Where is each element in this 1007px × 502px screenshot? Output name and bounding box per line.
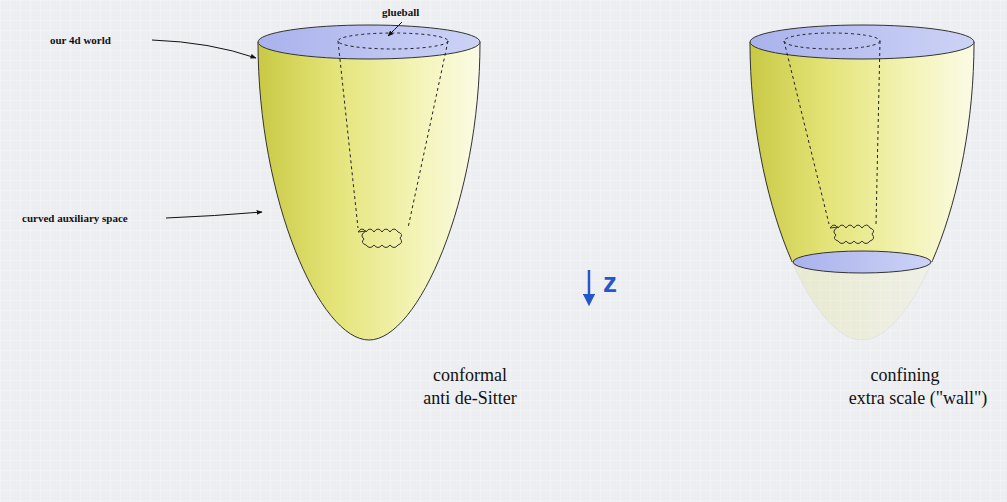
leader-arrows: [152, 22, 402, 218]
caption-text: confining: [871, 366, 940, 386]
z-arrow: [588, 270, 591, 300]
confining-bowl: [750, 25, 974, 340]
callout-label: curved auxiliary space: [22, 212, 128, 224]
axis-label: z: [603, 268, 617, 299]
ads-bowl: [258, 25, 480, 340]
caption-text: anti de-Sitter: [423, 389, 516, 409]
callout-label: glueball: [382, 6, 419, 18]
callout-label: our 4d world: [50, 34, 111, 46]
caption-text: conformal: [433, 366, 507, 386]
caption-text: extra scale ("wall"): [849, 389, 988, 409]
